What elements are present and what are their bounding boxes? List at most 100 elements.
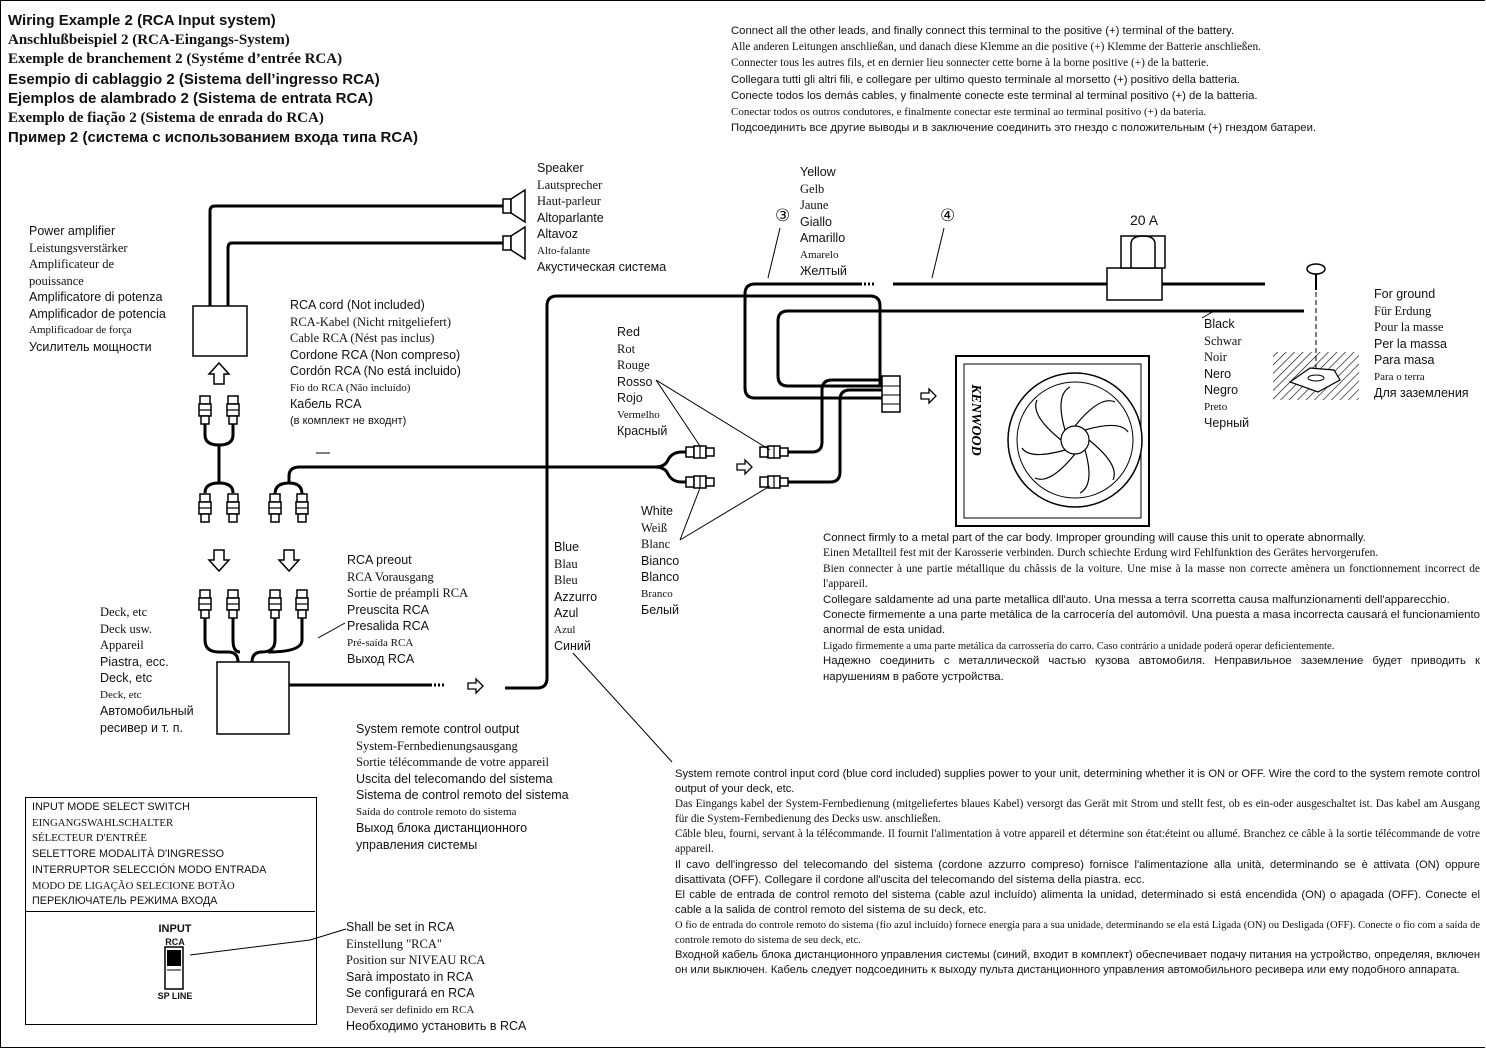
rca-cord-label-en: RCA cord (Not included): [290, 298, 425, 312]
leader-4: [931, 227, 945, 279]
rca-cord-label-ru1: Кабель RCA: [290, 397, 362, 411]
remote-out-label-fr: Sortie télécommande de votre appareil: [356, 755, 549, 769]
speaker-icon: [502, 188, 526, 224]
red-label-de: Rot: [617, 341, 636, 356]
battery-note-pt: Conectar todos os outros condutores, e f…: [731, 106, 1207, 119]
ground-label-ru: Для заземления: [1374, 386, 1469, 400]
deck-label-ru2: ресивер и т. п.: [100, 720, 183, 735]
rca-cord-labels: RCA cord (Not included) RCA-Kabel (Nicht…: [290, 297, 461, 429]
speaker-labels: Speaker Lautsprecher Haut-parleur Altopa…: [537, 160, 666, 276]
title-ru: Пример 2 (система с использованием входа…: [8, 129, 419, 146]
switch-label-es: INTERRUPTOR SELECCIÓN MODO ENTRADA: [32, 863, 267, 876]
deck-label-ru1: Автомобильный: [100, 704, 194, 718]
red-label-it: Rosso: [617, 374, 653, 389]
ground-labels: For ground Für Erdung Pour la masse Per …: [1374, 286, 1469, 402]
power-amp-label-es: Amplificador de potencia: [29, 306, 166, 321]
circle-number-4: ④: [940, 206, 956, 225]
set-rca-label-ru: Необходимо установить в RCA: [346, 1019, 527, 1033]
subwoofer-unit: [955, 355, 1150, 527]
white-label-de: Weiß: [641, 520, 668, 535]
battery-note-de: Alle anderen Leitungen anschließan, und …: [731, 41, 1261, 54]
deck-label-en: Deck, etc: [100, 605, 148, 619]
title-block: Wiring Example 2 (RCA Input system) Ansc…: [8, 11, 418, 148]
ground-label-en: For ground: [1374, 287, 1436, 301]
power-amp-labels: Power amplifier Leistungsverstärker Ampl…: [29, 223, 166, 355]
remote-out-label-en: System remote control output: [356, 722, 520, 736]
deck-label-fr: Appareil: [100, 638, 144, 652]
power-amp-label-pt: Amplificadoar de força: [29, 324, 132, 336]
remote-out-label-ru1: Выход блока дистанционного: [356, 821, 528, 835]
preout-label-ru: Выход RCA: [347, 652, 415, 666]
blue-label-pt: Azul: [554, 623, 576, 636]
remote-out-label-es: Sistema de control remoto del sistema: [356, 788, 569, 802]
white-label-ru: Белый: [641, 603, 680, 617]
set-rca-label-en: Shall be set in RCA: [346, 920, 455, 934]
title-fr: Exemple de branchement 2 (Systéme d’entr…: [8, 51, 343, 67]
white-label-pt: Branco: [641, 587, 673, 600]
black-label-pt: Preto: [1204, 400, 1228, 413]
blue-label-de: Blau: [554, 556, 578, 571]
rca-plug-pair-unit-left: [685, 445, 715, 489]
rca-cord-label-de: RCA-Kabel (Nicht rnitgeliefert): [290, 314, 452, 329]
remote-output-wire: [289, 294, 882, 690]
black-label-en: Black: [1204, 317, 1235, 331]
yellow-label-es: Amarillo: [800, 231, 846, 245]
switch-label-it: SELETTORE MODALITÀ D'INGRESSO: [32, 848, 225, 861]
rca-cord-label-ru2: (в комплект не входнт): [290, 414, 407, 427]
yellow-power-wire: [743, 282, 1265, 400]
remote-note-de: Das Eingangs kabel der System-Fernbedien…: [675, 798, 1480, 826]
deck-box: [216, 661, 290, 735]
rca-plug-pair-left-top: [198, 493, 240, 523]
rca-cord-label-it: Cordone RCA (Non compreso): [290, 347, 461, 362]
deck-labels: Deck, etc Deck usw. Appareil Piastra, ec…: [100, 604, 194, 736]
right-arrow-icon-connector: [920, 388, 937, 404]
switch-label-pt: MODO DE LIGAÇÃO SELECIONE BOTÃO: [32, 879, 235, 892]
remote-out-label-de: System-Fernbedienungsausgang: [356, 738, 518, 753]
remote-output-labels: System remote control output System-Fern…: [356, 721, 569, 853]
white-wire-labels: White Weiß Blanc Bianco Blanco Branco Бе…: [641, 503, 679, 619]
blue-label-it: Azzurro: [554, 589, 598, 604]
battery-note-es: Conecte todos los demás cables, y finalm…: [731, 89, 1258, 102]
grounding-note-pt: Ligado firmemente a uma parte metálica d…: [823, 640, 1335, 652]
rca-cord-to-unit: [273, 450, 690, 495]
switch-input-label: INPUT: [158, 923, 192, 935]
deck-label-es: Deck, etc: [100, 671, 153, 685]
remote-note-en: System remote control input cord (blue c…: [675, 768, 1480, 796]
remote-out-label-it: Uscita del telecomando del sistema: [356, 771, 553, 786]
grounding-note-en: Connect firmly to a metal part of the ca…: [823, 532, 1366, 544]
set-rca-labels: Shall be set in RCA Einstellung "RCA" Po…: [346, 919, 526, 1035]
unit-brand-text: KENWOOD: [968, 383, 983, 456]
down-arrow-icon-left: [208, 549, 230, 572]
black-label-it: Nero: [1204, 366, 1232, 381]
rca-plug-pair-left-bottom: [198, 589, 240, 619]
battery-note-it: Collegara tutti gli altri fili, e colleg…: [731, 73, 1240, 86]
black-label-de: Schwar: [1204, 333, 1242, 348]
title-de: Anschlußbeispiel 2 (RCA-Eingangs-System): [8, 31, 290, 48]
rca-cable-amp: [203, 424, 235, 494]
remote-input-note: System remote control input cord (blue c…: [675, 767, 1480, 978]
preout-label-en: RCA preout: [347, 553, 412, 567]
rca-cord-label-fr: Cable RCA (Nést pas inclus): [290, 331, 435, 345]
blue-label-es: Azul: [554, 606, 579, 620]
set-rca-label-de: Einstellung "RCA": [346, 936, 442, 951]
up-arrow-icon: [208, 362, 230, 385]
ground-wire: [776, 309, 1304, 388]
battery-note-en: Connect all the other leads, and finally…: [731, 25, 1235, 37]
rca-plug-pair-unit-right: [759, 445, 789, 489]
switch-label-ru: ПЕРЕКЛЮЧАТЕЛЬ РЕЖИМА ВХОДА: [32, 895, 218, 908]
power-amp-label-fr1: Amplificateur de: [29, 257, 115, 271]
remote-out-label-pt: Saída do controle remoto do sistema: [356, 805, 517, 818]
preout-cables: [203, 618, 304, 663]
down-arrow-icon-right: [278, 549, 300, 572]
remote-note-ru: Входной кабель блока дистанционного упра…: [675, 949, 1480, 977]
preout-label-es: Presalida RCA: [347, 619, 429, 633]
battery-note-ru: Подсоединить все другие выводы и в заклю…: [731, 122, 1317, 135]
switch-spline-label: SP LINE: [157, 991, 193, 1001]
switch-box-divider: [25, 911, 315, 912]
title-es: Ejemplos de alambrado 2 (Sistema de entr…: [8, 90, 374, 107]
yellow-wire-labels: Yellow Gelb Jaune Giallo Amarillo Amarel…: [800, 164, 847, 280]
battery-note-fr: Connecter tous les autres fils, et en de…: [731, 57, 1209, 70]
set-rca-label-it: Sarà impostato in RCA: [346, 969, 474, 984]
speaker-label-it: Altoparlante: [537, 210, 604, 225]
